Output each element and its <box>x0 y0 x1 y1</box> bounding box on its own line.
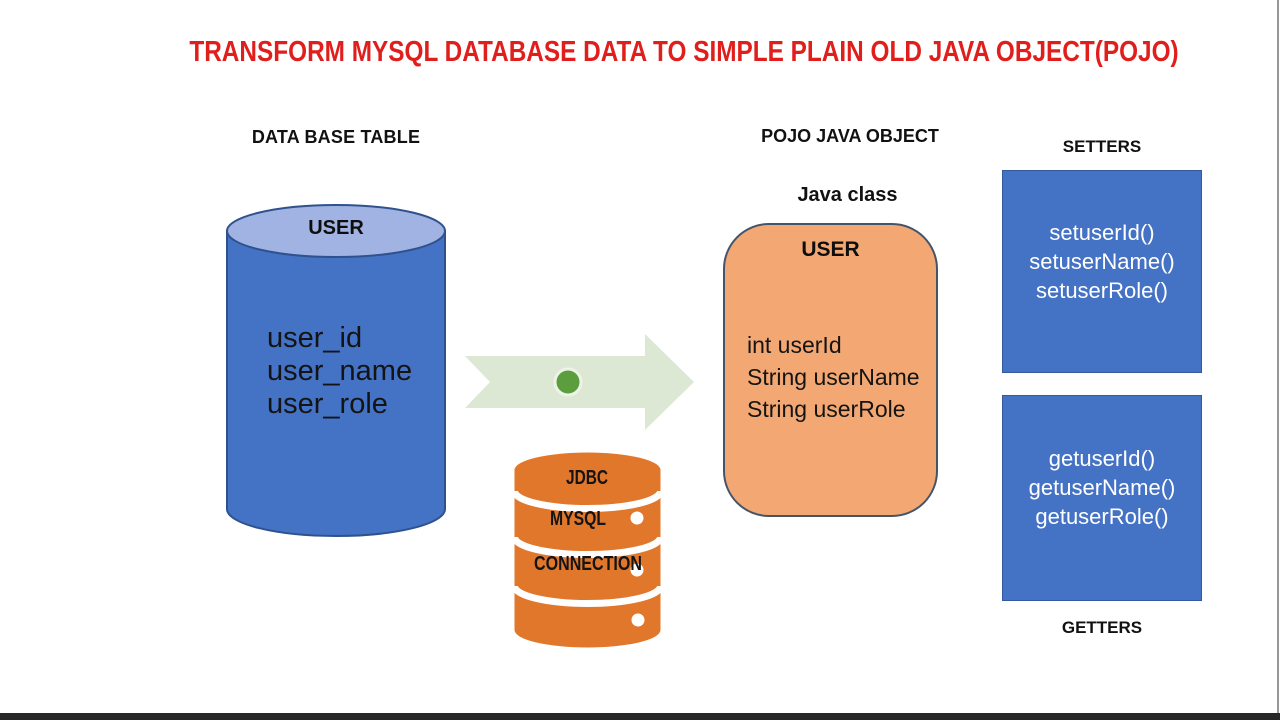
stack-dot <box>631 613 645 627</box>
pojo-field: int userId <box>747 332 842 358</box>
stack-divider <box>512 536 663 558</box>
pojo-field: String userRole <box>747 396 906 422</box>
stack-divider <box>512 490 663 512</box>
getter-method: getuserName() <box>1028 475 1176 500</box>
table-column: user_id <box>267 322 363 354</box>
table-column: user_name <box>267 355 413 387</box>
table-column: user_role <box>267 388 388 420</box>
cylinder-body <box>226 230 446 537</box>
connector-label: JDBC <box>566 467 608 489</box>
connector-label: MYSQL <box>550 508 606 530</box>
pojo-class-name: USER <box>801 238 860 261</box>
transform-dot <box>553 367 583 397</box>
frame-right-edge <box>1277 0 1279 713</box>
java-class-label: Java class <box>797 184 898 206</box>
database-cylinder-icon <box>226 204 446 537</box>
setter-method: setuserName() <box>1029 249 1175 274</box>
jdbc-connector-icon: JDBC MYSQL CONNECTION <box>512 452 663 648</box>
connector-label: CONNECTION <box>534 553 642 575</box>
setter-method: setuserRole() <box>1035 278 1169 303</box>
pojo-section-label: POJO JAVA OBJECT <box>761 126 939 146</box>
stack-dot <box>630 511 644 525</box>
cylinder-top <box>226 204 446 258</box>
getters-label: GETTERS <box>1061 618 1143 637</box>
table-name: USER <box>308 217 364 239</box>
letterbox-bottom-bar <box>0 713 1280 720</box>
setters-box: setuserId() setuserName() setuserRole() <box>1002 170 1202 373</box>
page-title: TRANSFORM MYSQL DATABASE DATA TO SIMPLE … <box>189 36 1179 68</box>
database-section-label: DATA BASE TABLE <box>251 127 421 147</box>
setters-label: SETTERS <box>1062 137 1142 156</box>
stack-dot <box>630 563 644 577</box>
setter-method: setuserId() <box>1049 220 1155 245</box>
transform-arrow-icon <box>465 334 694 430</box>
pojo-field: String userName <box>747 364 920 390</box>
getters-box: getuserId() getuserName() getuserRole() <box>1002 395 1202 601</box>
pojo-class-fields: int userId String userName String userRo… <box>747 329 920 425</box>
getter-method: getuserId() <box>1048 446 1156 471</box>
getter-method: getuserRole() <box>1035 504 1169 529</box>
table-columns: user_id user_name user_role <box>267 322 412 421</box>
stack-divider <box>512 585 663 607</box>
pojo-class-box: USER int userId String userName String u… <box>723 223 938 517</box>
